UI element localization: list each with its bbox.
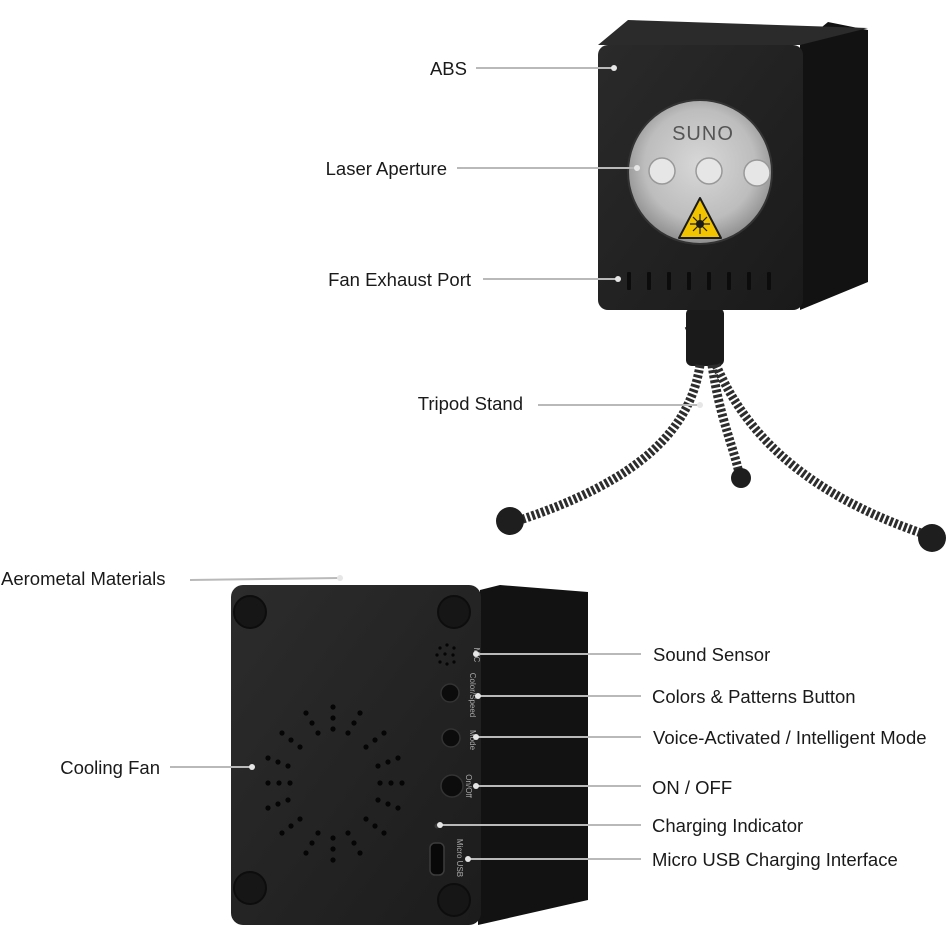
laser-projector-front: SUNO (598, 20, 868, 310)
color-speed-button[interactable] (440, 683, 460, 703)
laser-warning-icon (678, 197, 722, 239)
rubber-foot-top-left (233, 595, 267, 629)
rubber-foot-top-right (437, 595, 471, 629)
laser-lens-left (648, 157, 676, 185)
rubber-foot-bottom-right (437, 883, 471, 917)
callout-fan-exhaust-port: Fan Exhaust Port (328, 269, 471, 290)
callout-voice-activated-mode: Voice-Activated / Intelligent Mode (653, 727, 927, 748)
cooling-fan-grille (265, 704, 405, 863)
tripod-foot-left (496, 507, 524, 535)
callout-laser-aperture: Laser Aperture (326, 158, 447, 179)
label-mode: Mode (468, 730, 477, 751)
tripod-foot-middle (731, 468, 751, 488)
laser-projector-back: MIC Color/Speed Mode On/Off Micro USB (231, 585, 588, 925)
callout-micro-usb-interface: Micro USB Charging Interface (652, 849, 898, 870)
tripod-foot-right (918, 524, 946, 552)
callout-tripod-stand: Tripod Stand (418, 393, 523, 414)
callout-cooling-fan: Cooling Fan (60, 757, 160, 778)
callout-abs: ABS (430, 58, 467, 79)
laser-lens-middle (695, 157, 723, 185)
callout-aerometal-materials: Aerometal Materials (1, 568, 166, 589)
micro-usb-port[interactable] (429, 842, 445, 876)
leader-lines (170, 67, 700, 860)
leader-dots (249, 65, 703, 862)
power-button[interactable] (440, 774, 464, 798)
laser-lens-right (743, 159, 771, 187)
mode-button[interactable] (441, 728, 461, 748)
label-on-off: On/Off (464, 774, 473, 798)
fan-exhaust-vents (627, 272, 771, 290)
callout-colors-patterns-button: Colors & Patterns Button (652, 686, 856, 707)
label-micro-usb: Micro USB (455, 839, 464, 877)
microphone-holes (435, 643, 456, 666)
tripod-stand (496, 308, 946, 552)
callout-sound-sensor: Sound Sensor (653, 644, 770, 665)
callout-charging-indicator: Charging Indicator (652, 815, 803, 836)
brand-logo: SUNO (672, 123, 734, 145)
callout-on-off: ON / OFF (652, 777, 732, 798)
rubber-foot-bottom-left (233, 871, 267, 905)
label-color-speed: Color/Speed (468, 673, 477, 717)
